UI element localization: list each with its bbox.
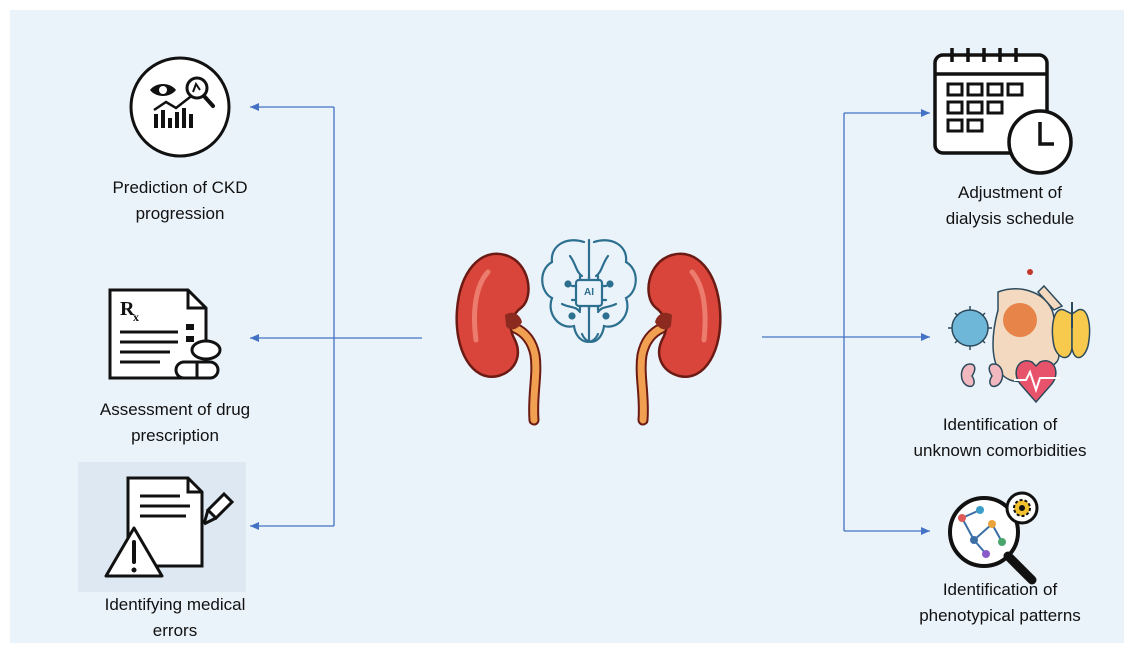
label-phenotypical-patterns: Identification of phenotypical patterns xyxy=(880,577,1120,629)
ai-chip-label: AI xyxy=(576,280,602,306)
label-line: Identification of xyxy=(880,577,1120,603)
label-line: prescription xyxy=(55,423,295,449)
network-magnifier-icon xyxy=(950,493,1037,580)
svg-text:x: x xyxy=(133,310,139,324)
diagram-graphics: R x xyxy=(10,10,1124,643)
document-warning-icon xyxy=(78,462,246,592)
label-line: Assessment of drug xyxy=(55,397,295,423)
left-connectors xyxy=(250,107,422,526)
right-kidney xyxy=(641,254,720,420)
label-medical-errors: Identifying medical errors xyxy=(55,592,295,644)
label-dialysis-schedule: Adjustment of dialysis schedule xyxy=(890,180,1130,232)
label-line: Identifying medical xyxy=(55,592,295,618)
label-line: errors xyxy=(55,618,295,644)
label-line: dialysis schedule xyxy=(890,206,1130,232)
label-line: Identification of xyxy=(880,412,1120,438)
label-line: Adjustment of xyxy=(890,180,1130,206)
prescription-icon: R x xyxy=(110,290,220,378)
label-line: phenotypical patterns xyxy=(880,603,1120,629)
label-drug-prescription: Assessment of drug prescription xyxy=(55,397,295,449)
analytics-magnifier-icon xyxy=(131,58,229,156)
diagram-canvas: R x xyxy=(10,10,1124,643)
ai-chip-text: AI xyxy=(576,280,602,306)
right-connectors xyxy=(762,113,930,531)
organs-icon xyxy=(948,269,1090,402)
left-kidney xyxy=(457,254,536,420)
label-ckd-progression: Prediction of CKD progression xyxy=(80,175,280,227)
kidneys-ai-brain-icon xyxy=(457,240,721,420)
label-line: progression xyxy=(80,201,280,227)
label-line: Prediction of CKD xyxy=(80,175,280,201)
calendar-clock-icon xyxy=(935,48,1071,173)
label-unknown-comorbidities: Identification of unknown comorbidities xyxy=(880,412,1120,464)
label-line: unknown comorbidities xyxy=(880,438,1120,464)
